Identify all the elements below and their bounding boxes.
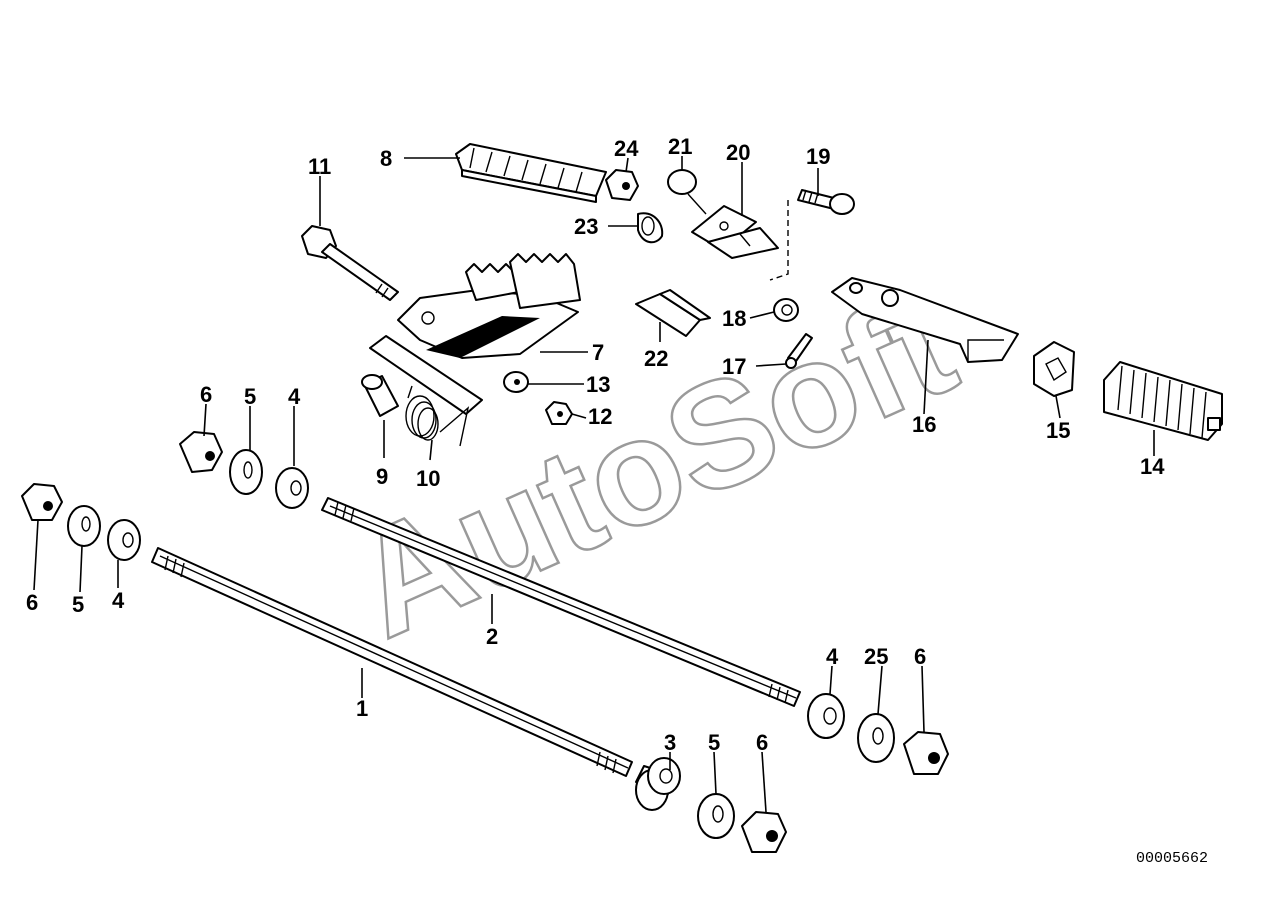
- label-5-right: 5: [708, 730, 720, 755]
- label-4-upper: 4: [288, 384, 301, 409]
- label-23: 23: [574, 214, 598, 239]
- washer-5-upper: [229, 449, 263, 495]
- label-19: 19: [806, 144, 830, 169]
- part-labels: 1 2 3 4 4 4 5 5 5 6 6 6 6 7 8 9 10 11 12…: [26, 134, 1165, 755]
- washer-4-upper: [275, 467, 309, 509]
- washer-13: [503, 371, 529, 393]
- label-17: 17: [722, 354, 746, 379]
- bolt-11: [301, 225, 399, 301]
- label-4-right: 4: [826, 644, 839, 669]
- rod-upper: [321, 497, 801, 707]
- washer-5-lower: [67, 505, 101, 547]
- insert-15: [1033, 341, 1075, 397]
- label-25: 25: [864, 644, 888, 669]
- nut-part-24: [605, 169, 639, 201]
- rubber-pad-8: [455, 143, 607, 203]
- rod-lower: [151, 547, 633, 777]
- label-13: 13: [586, 372, 610, 397]
- leader-lines: [33, 156, 1155, 813]
- washer-5-right: [697, 793, 735, 839]
- label-21: 21: [668, 134, 692, 159]
- washer-4-lower: [107, 519, 141, 561]
- spacer-3: [635, 757, 681, 811]
- label-14: 14: [1140, 454, 1165, 479]
- pin-9: [361, 374, 399, 417]
- label-2: 2: [486, 624, 498, 649]
- pin-21: [667, 169, 707, 215]
- reference-number: 00005662: [1136, 850, 1208, 867]
- nut-left-upper: [179, 431, 223, 473]
- nut-left-lower: [21, 483, 63, 521]
- footrest-7: [369, 253, 581, 415]
- block-22: [635, 289, 711, 337]
- bushing-23: [637, 212, 664, 244]
- bracket-20: [691, 205, 779, 259]
- nut-right-lower: [741, 811, 787, 853]
- label-24: 24: [614, 136, 639, 161]
- label-1: 1: [356, 696, 368, 721]
- label-20: 20: [726, 140, 750, 165]
- label-6-right-upper: 6: [914, 644, 926, 669]
- screw-19: [769, 189, 855, 281]
- nut-part-12: [545, 401, 573, 425]
- label-6-upper: 6: [200, 382, 212, 407]
- label-11: 11: [308, 154, 331, 179]
- washer-25: [857, 713, 895, 763]
- label-6-lower: 6: [26, 590, 38, 615]
- split-pin-17: [785, 333, 813, 369]
- label-3: 3: [664, 730, 676, 755]
- label-9: 9: [376, 464, 388, 489]
- label-18: 18: [722, 306, 746, 331]
- label-15: 15: [1046, 418, 1070, 443]
- label-16: 16: [912, 412, 936, 437]
- spring-10: [405, 385, 470, 447]
- label-6-right-lower: 6: [756, 730, 768, 755]
- label-5-upper: 5: [244, 384, 256, 409]
- rubber-grip-14: [1103, 361, 1223, 441]
- bracket-16: [831, 277, 1019, 363]
- label-4-lower: 4: [112, 588, 125, 613]
- washer-18: [773, 298, 799, 322]
- label-8: 8: [380, 146, 392, 171]
- washer-4-right: [807, 693, 845, 739]
- label-10: 10: [416, 466, 440, 491]
- label-22: 22: [644, 346, 668, 371]
- label-7: 7: [592, 340, 604, 365]
- label-12: 12: [588, 404, 612, 429]
- label-5-lower: 5: [72, 592, 84, 617]
- nut-right-upper: [903, 731, 949, 775]
